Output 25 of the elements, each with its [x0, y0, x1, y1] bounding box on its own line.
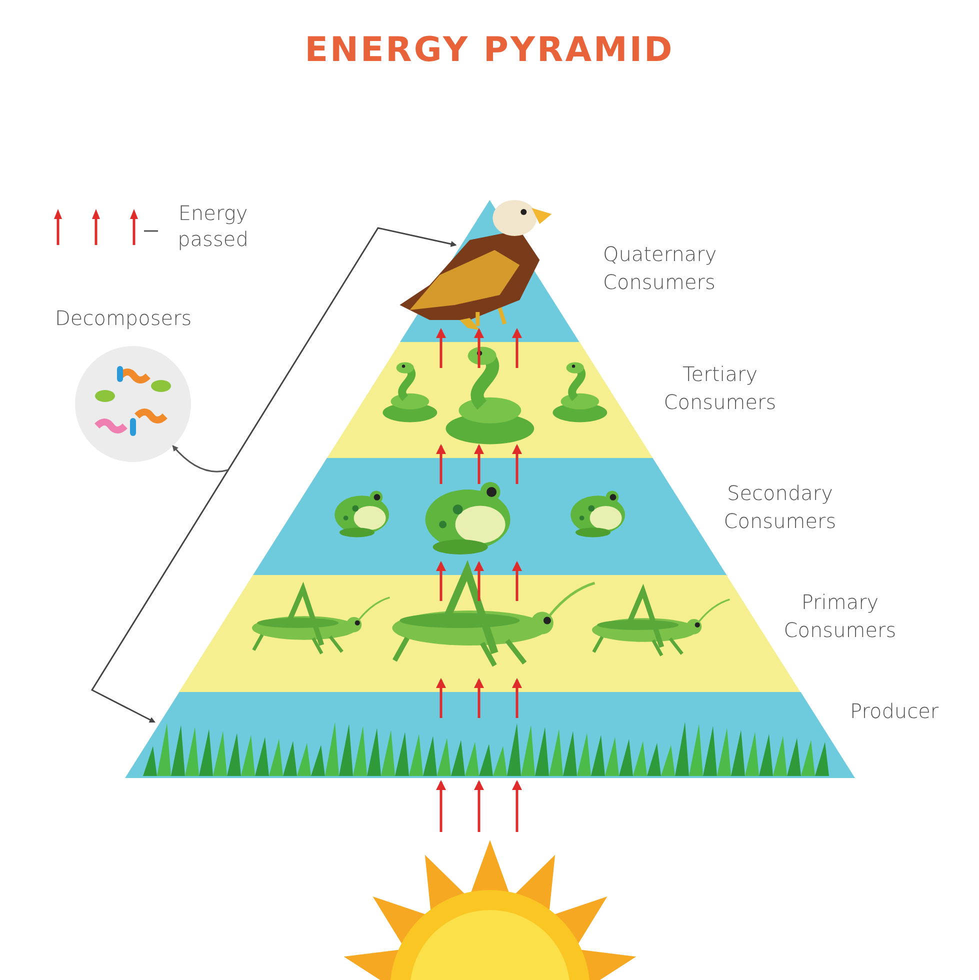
arrow: [512, 780, 522, 832]
arrow: [90, 227, 457, 723]
level-label: Quaternary Consumers: [603, 241, 718, 296]
arrow: [436, 444, 446, 484]
arrow: [512, 561, 522, 601]
arrow: [474, 678, 484, 718]
decomposers-heading: Decomposers: [55, 306, 192, 330]
legend-text: Energy passed: [176, 200, 250, 252]
level-label: Primary Consumers: [782, 589, 898, 644]
arrow: [436, 328, 446, 368]
level-label: Tertiary Consumers: [662, 361, 778, 416]
arrow: [474, 444, 484, 484]
arrow: [474, 780, 484, 832]
title: ENERGY PYRAMID: [304, 30, 676, 70]
arrow: [512, 678, 522, 718]
level-label: Secondary Consumers: [722, 480, 838, 535]
arrow: [436, 561, 446, 601]
arrow: [512, 444, 522, 484]
level-label: Producer: [850, 698, 939, 725]
arrow: [474, 561, 484, 601]
arrow: [512, 328, 522, 368]
arrow: [436, 780, 446, 832]
arrow: [436, 678, 446, 718]
arrow: [474, 328, 484, 368]
arrow: [172, 445, 228, 472]
